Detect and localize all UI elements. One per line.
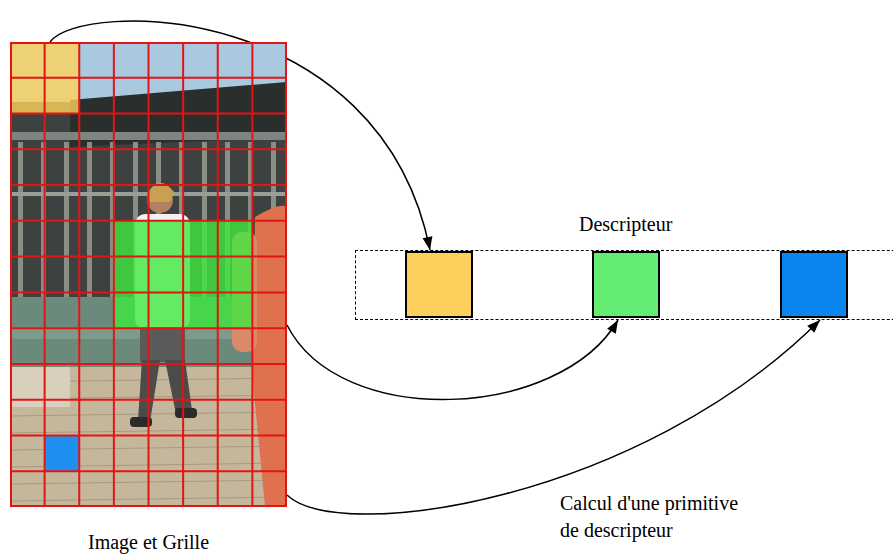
descriptor-cell [405, 251, 473, 318]
descriptor-cell [592, 251, 660, 318]
descriptor-cell [780, 251, 848, 318]
street-photo [10, 42, 287, 507]
arrow-line [287, 320, 618, 399]
arrow-head [807, 320, 820, 333]
descriptor-heading: Descripteur [579, 213, 672, 235]
text-holder: Descripteur [579, 211, 672, 238]
image-caption: Image et Grille [88, 531, 209, 553]
step-label: Calcul d'une primitive de descripteur [560, 490, 756, 544]
descriptor-band: Descripteur [355, 250, 893, 320]
arrow-head [607, 320, 618, 334]
text-holder: Image et Grille [88, 529, 209, 556]
image-grid: Image et Grille [10, 42, 287, 507]
arrow-line [287, 320, 820, 514]
curved-arrow [287, 320, 820, 514]
arrow-head [423, 236, 433, 250]
curved-arrow [287, 320, 618, 399]
text-holder: Calcul d'une primitive de descripteur [560, 490, 756, 544]
